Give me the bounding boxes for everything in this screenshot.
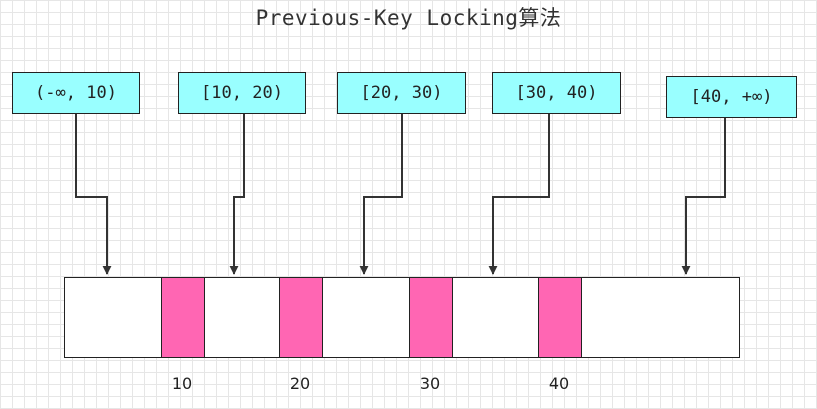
range-box-1: [10, 20) bbox=[178, 72, 306, 114]
connector-arrow-0 bbox=[75, 114, 112, 275]
range-box-2: [20, 30) bbox=[337, 72, 466, 114]
key-label-40: 40 bbox=[548, 374, 570, 393]
diagram-title: Previous-Key Locking算法 bbox=[255, 6, 562, 30]
key-label-20: 20 bbox=[289, 374, 311, 393]
connector-arrow-4 bbox=[681, 118, 726, 275]
index-key-bar bbox=[64, 276, 740, 358]
key-label-10: 10 bbox=[171, 374, 193, 393]
key-cell-40 bbox=[538, 276, 582, 358]
range-box-4: [40, +∞) bbox=[666, 76, 797, 118]
range-box-3: [30, 40) bbox=[492, 72, 621, 114]
key-cell-10 bbox=[161, 276, 205, 358]
key-label-30: 30 bbox=[419, 374, 441, 393]
range-box-0: (-∞, 10) bbox=[12, 72, 140, 114]
connector-arrow-2 bbox=[359, 114, 403, 275]
connector-arrow-3 bbox=[488, 114, 550, 275]
key-cell-30 bbox=[409, 276, 453, 358]
connector-arrow-1 bbox=[229, 114, 245, 275]
key-cell-20 bbox=[279, 276, 323, 358]
